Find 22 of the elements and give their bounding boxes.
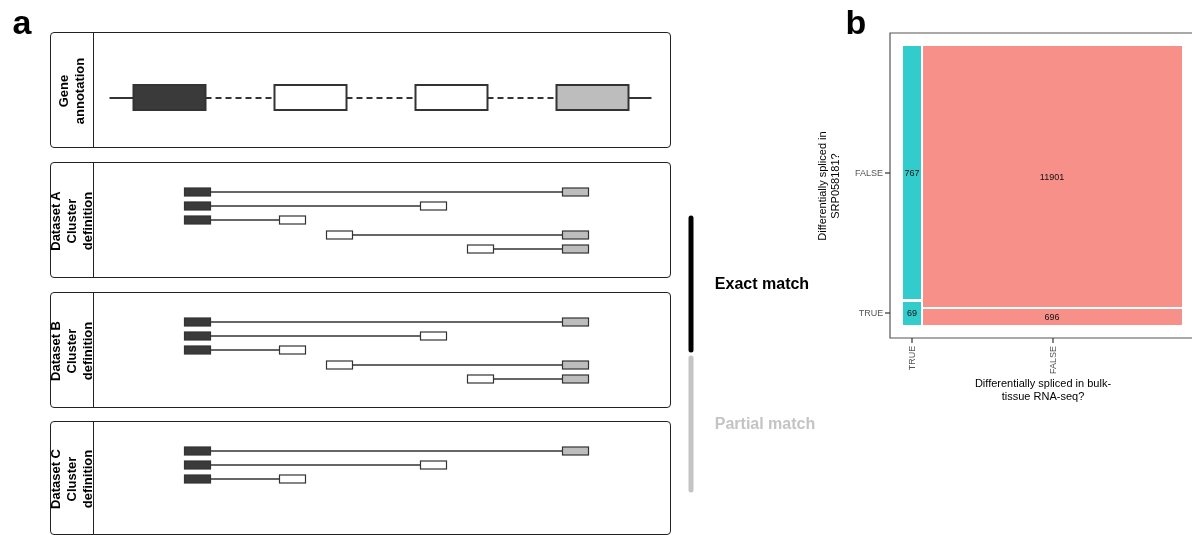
tick-label: FALSE [1048, 346, 1058, 374]
panel-box [50, 421, 671, 535]
panel-heading: Dataset C Cluster definition [48, 448, 96, 511]
panel-box [50, 162, 671, 278]
panel-letter: b [845, 2, 867, 42]
cell-value: 69 [907, 308, 917, 318]
tick-label: FALSE [855, 168, 883, 178]
cell-value: 11901 [1039, 172, 1065, 182]
panel-box [50, 32, 671, 148]
cell-value: 767 [904, 168, 920, 178]
axis-title: Differentially spliced in bulk-tissue RNA-seq? [973, 377, 1113, 403]
tick-label: TRUE [858, 308, 884, 318]
panel-heading: Dataset A Cluster definition [48, 190, 96, 253]
match-label: Partial match [714, 415, 816, 433]
panel-box [50, 292, 671, 408]
cell-value: 696 [1044, 312, 1060, 322]
panel-heading: Gene annotation [56, 56, 88, 127]
panel-letter: a [12, 2, 32, 42]
axis-title: Differentially spliced in SRP058181? [816, 130, 842, 242]
match-label: Exact match [714, 275, 810, 293]
panel-heading: Dataset B Cluster definition [48, 320, 96, 383]
tick-label: TRUE [907, 345, 917, 371]
